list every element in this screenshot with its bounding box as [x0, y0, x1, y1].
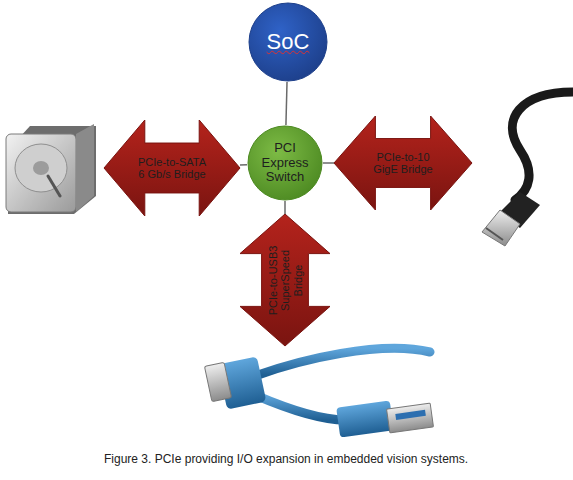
soc-circle: SoC — [248, 2, 328, 82]
hard-drive-illustration — [6, 124, 96, 214]
connector-line — [323, 163, 334, 164]
node-label: PCI Express Switch — [254, 141, 316, 185]
connector-line — [285, 201, 286, 214]
bridge-arrow: PCIe-to-SATA 6 Gb/s Bridge — [104, 120, 240, 216]
switch-circle: PCI Express Switch — [247, 125, 323, 201]
node-label: PCIe-to-USB3 SuperSpeed Bridge — [267, 238, 304, 322]
ethernet-cable-illustration — [482, 92, 573, 246]
node-label: SoC — [253, 30, 323, 55]
figure-caption: Figure 3. PCIe providing I/O expansion i… — [104, 452, 564, 466]
connector-line — [240, 164, 247, 165]
connector-line — [286, 82, 287, 125]
node-label: PCIe-to-10 GigE Bridge — [366, 151, 440, 176]
node-label: PCIe-to-SATA 6 Gb/s Bridge — [136, 156, 208, 181]
bridge-arrow: PCIe-to-USB3 SuperSpeed Bridge — [240, 214, 330, 346]
usb-cable-illustration — [204, 348, 433, 437]
bridge-arrow: PCIe-to-10 GigE Bridge — [334, 116, 472, 210]
